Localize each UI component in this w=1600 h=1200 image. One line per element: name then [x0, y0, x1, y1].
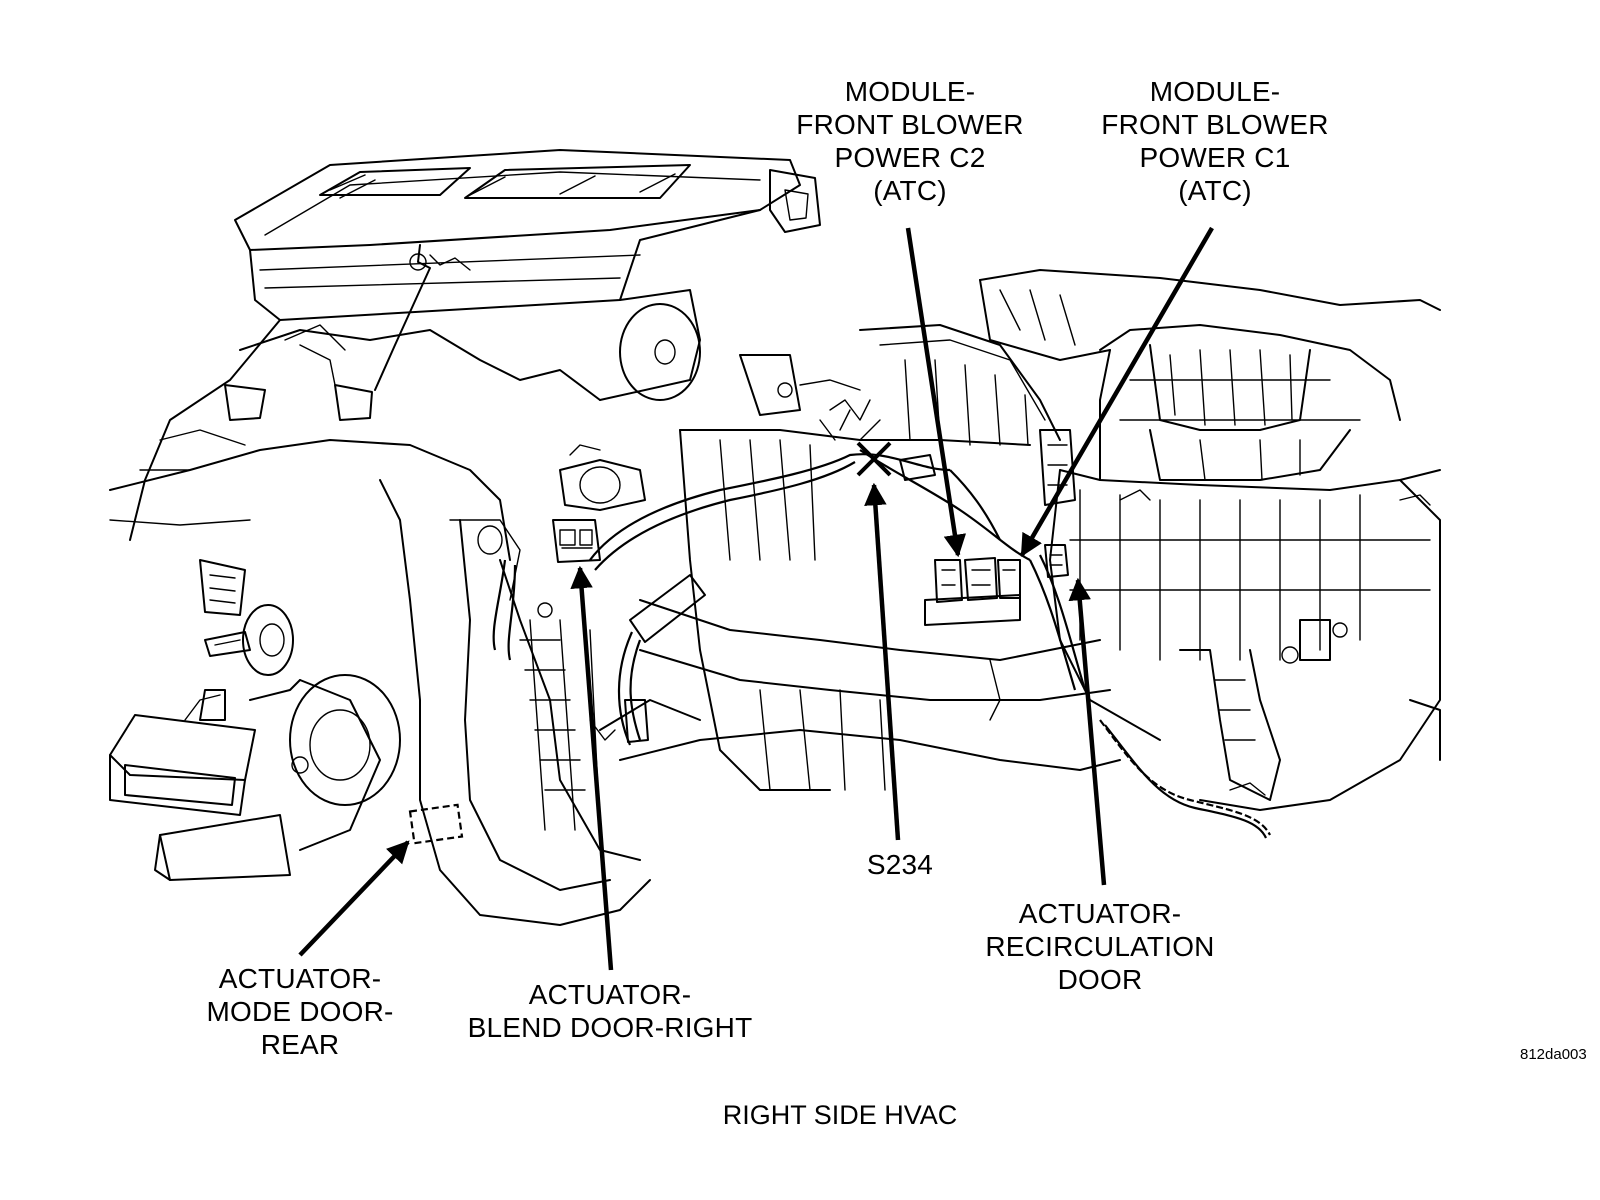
figure-id: 812da003 — [1520, 1046, 1587, 1063]
recirc-door-actuator-connector — [1044, 544, 1069, 578]
centre-case — [619, 324, 1121, 791]
s234-label: S234 — [866, 849, 934, 880]
rear-mode-door-housing — [109, 439, 511, 881]
blower-housing — [979, 269, 1441, 839]
s234-leader-arrow — [864, 482, 901, 841]
blower-module-connectors — [924, 557, 1021, 626]
wiring-harness — [492, 409, 1087, 746]
module-c2-leader-arrow — [905, 227, 967, 558]
blend-door-duct — [379, 444, 701, 926]
blend-actuator-label: ACTUATOR- BLEND DOOR-RIGHT — [467, 979, 753, 1043]
mode-door-actuator-location — [408, 803, 464, 845]
module-c2-label: MODULE- FRONT BLOWER POWER C2 (ATC) — [796, 76, 1024, 206]
recirc-door-leader-arrow — [1068, 577, 1107, 886]
blend-door-actuator-connector — [552, 519, 601, 563]
module-c1-leader-arrow — [1020, 226, 1214, 557]
recirc-actuator-label: ACTUATOR- RECIRCULATION DOOR — [985, 898, 1215, 995]
module-c1-label: MODULE- FRONT BLOWER POWER C1 (ATC) — [1101, 76, 1329, 206]
upper-duct-assembly — [129, 149, 821, 541]
mode-actuator-label: ACTUATOR- MODE DOOR- REAR — [206, 963, 394, 1060]
figure-caption: RIGHT SIDE HVAC — [722, 1100, 958, 1130]
blend-door-leader-arrow — [570, 565, 614, 971]
mode-door-leader-arrow — [298, 840, 410, 957]
s234-splice-mark — [856, 441, 892, 477]
